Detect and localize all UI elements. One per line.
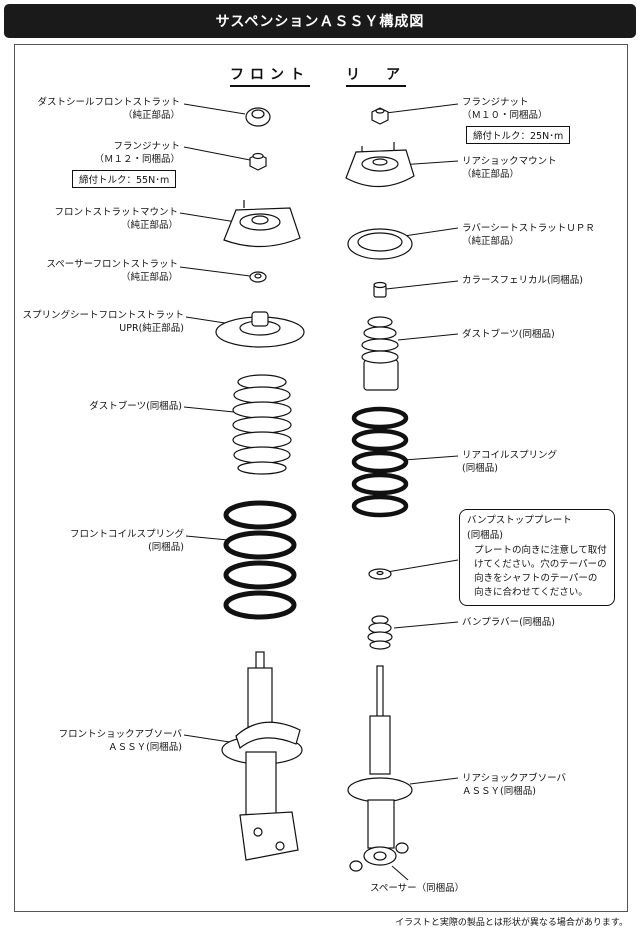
- rubber-seat-strut-upr: [347, 228, 413, 260]
- label-flange-nut-rear: フランジナット（Ｍ１０・同梱品）: [462, 97, 548, 121]
- spacer-rear: [349, 842, 409, 872]
- label-rear-shock-mount: リアショックマウント（純正部品）: [462, 156, 557, 180]
- label-front-coil-spring: フロントコイルスプリング(同梱品): [69, 529, 184, 553]
- spring-seat-front: [215, 311, 305, 348]
- label-rubber-seat-strut-upr: ラバーシートストラットＵＰＲ（純正部品）: [462, 223, 595, 247]
- rear-shock-mount: [345, 142, 415, 188]
- spacer-front: [249, 271, 267, 283]
- disclaimer: イラストと実際の製品とは形状が異なる場合があります。: [395, 918, 628, 928]
- dust-boot-rear: [361, 316, 399, 391]
- front-coil-spring: [223, 500, 297, 620]
- label-dust-seal-front: ダストシールフロントストラット（純正部品）: [37, 97, 180, 121]
- rear-coil-spring: [351, 406, 409, 518]
- bump-stop-plate-callout: バンプストッププレート (同梱品) プレートの向きに注意して取付 けてください。…: [459, 509, 615, 606]
- label-bump-rubber: バンプラバー(同梱品): [462, 617, 556, 628]
- label-dust-boot-front: ダストブーツ(同梱品): [89, 401, 182, 412]
- collar-spherical: [373, 281, 387, 298]
- front-header: フロント: [230, 64, 310, 87]
- label-spacer-rear: スペーサー（同梱品）: [370, 883, 465, 894]
- label-front-strut-mount: フロントストラットマウント（純正部品）: [54, 207, 178, 231]
- page-title: サスペンションＡＳＳＹ構成図: [4, 4, 636, 38]
- dust-seal-front: [245, 107, 271, 127]
- label-flange-nut-front: フランジナット（Ｍ１２・同梱品）: [94, 141, 180, 165]
- torque-box-front: 締付トルク：55N･m: [72, 170, 177, 188]
- rear-header: リ ア: [346, 64, 406, 87]
- flange-nut-rear: [371, 107, 389, 125]
- label-spacer-front: スペーサーフロントストラット（純正部品）: [46, 259, 178, 283]
- dust-boot-front: [232, 374, 292, 475]
- label-dust-boot-rear: ダストブーツ(同梱品): [462, 329, 555, 340]
- label-rear-coil-spring: リアコイルスプリング(同梱品): [462, 450, 558, 474]
- bump-rubber: [367, 615, 393, 650]
- front-shock-absorber: [221, 651, 303, 861]
- label-collar-spherical: カラースフェリカル(同梱品): [462, 275, 583, 286]
- flange-nut-front: [249, 152, 267, 171]
- rear-shock-absorber: [347, 665, 413, 866]
- torque-box-rear: 締付トルク：25N･m: [466, 126, 571, 144]
- bump-stop-plate: [368, 568, 392, 580]
- diagram-frame: [14, 44, 628, 912]
- front-strut-mount: [223, 200, 301, 248]
